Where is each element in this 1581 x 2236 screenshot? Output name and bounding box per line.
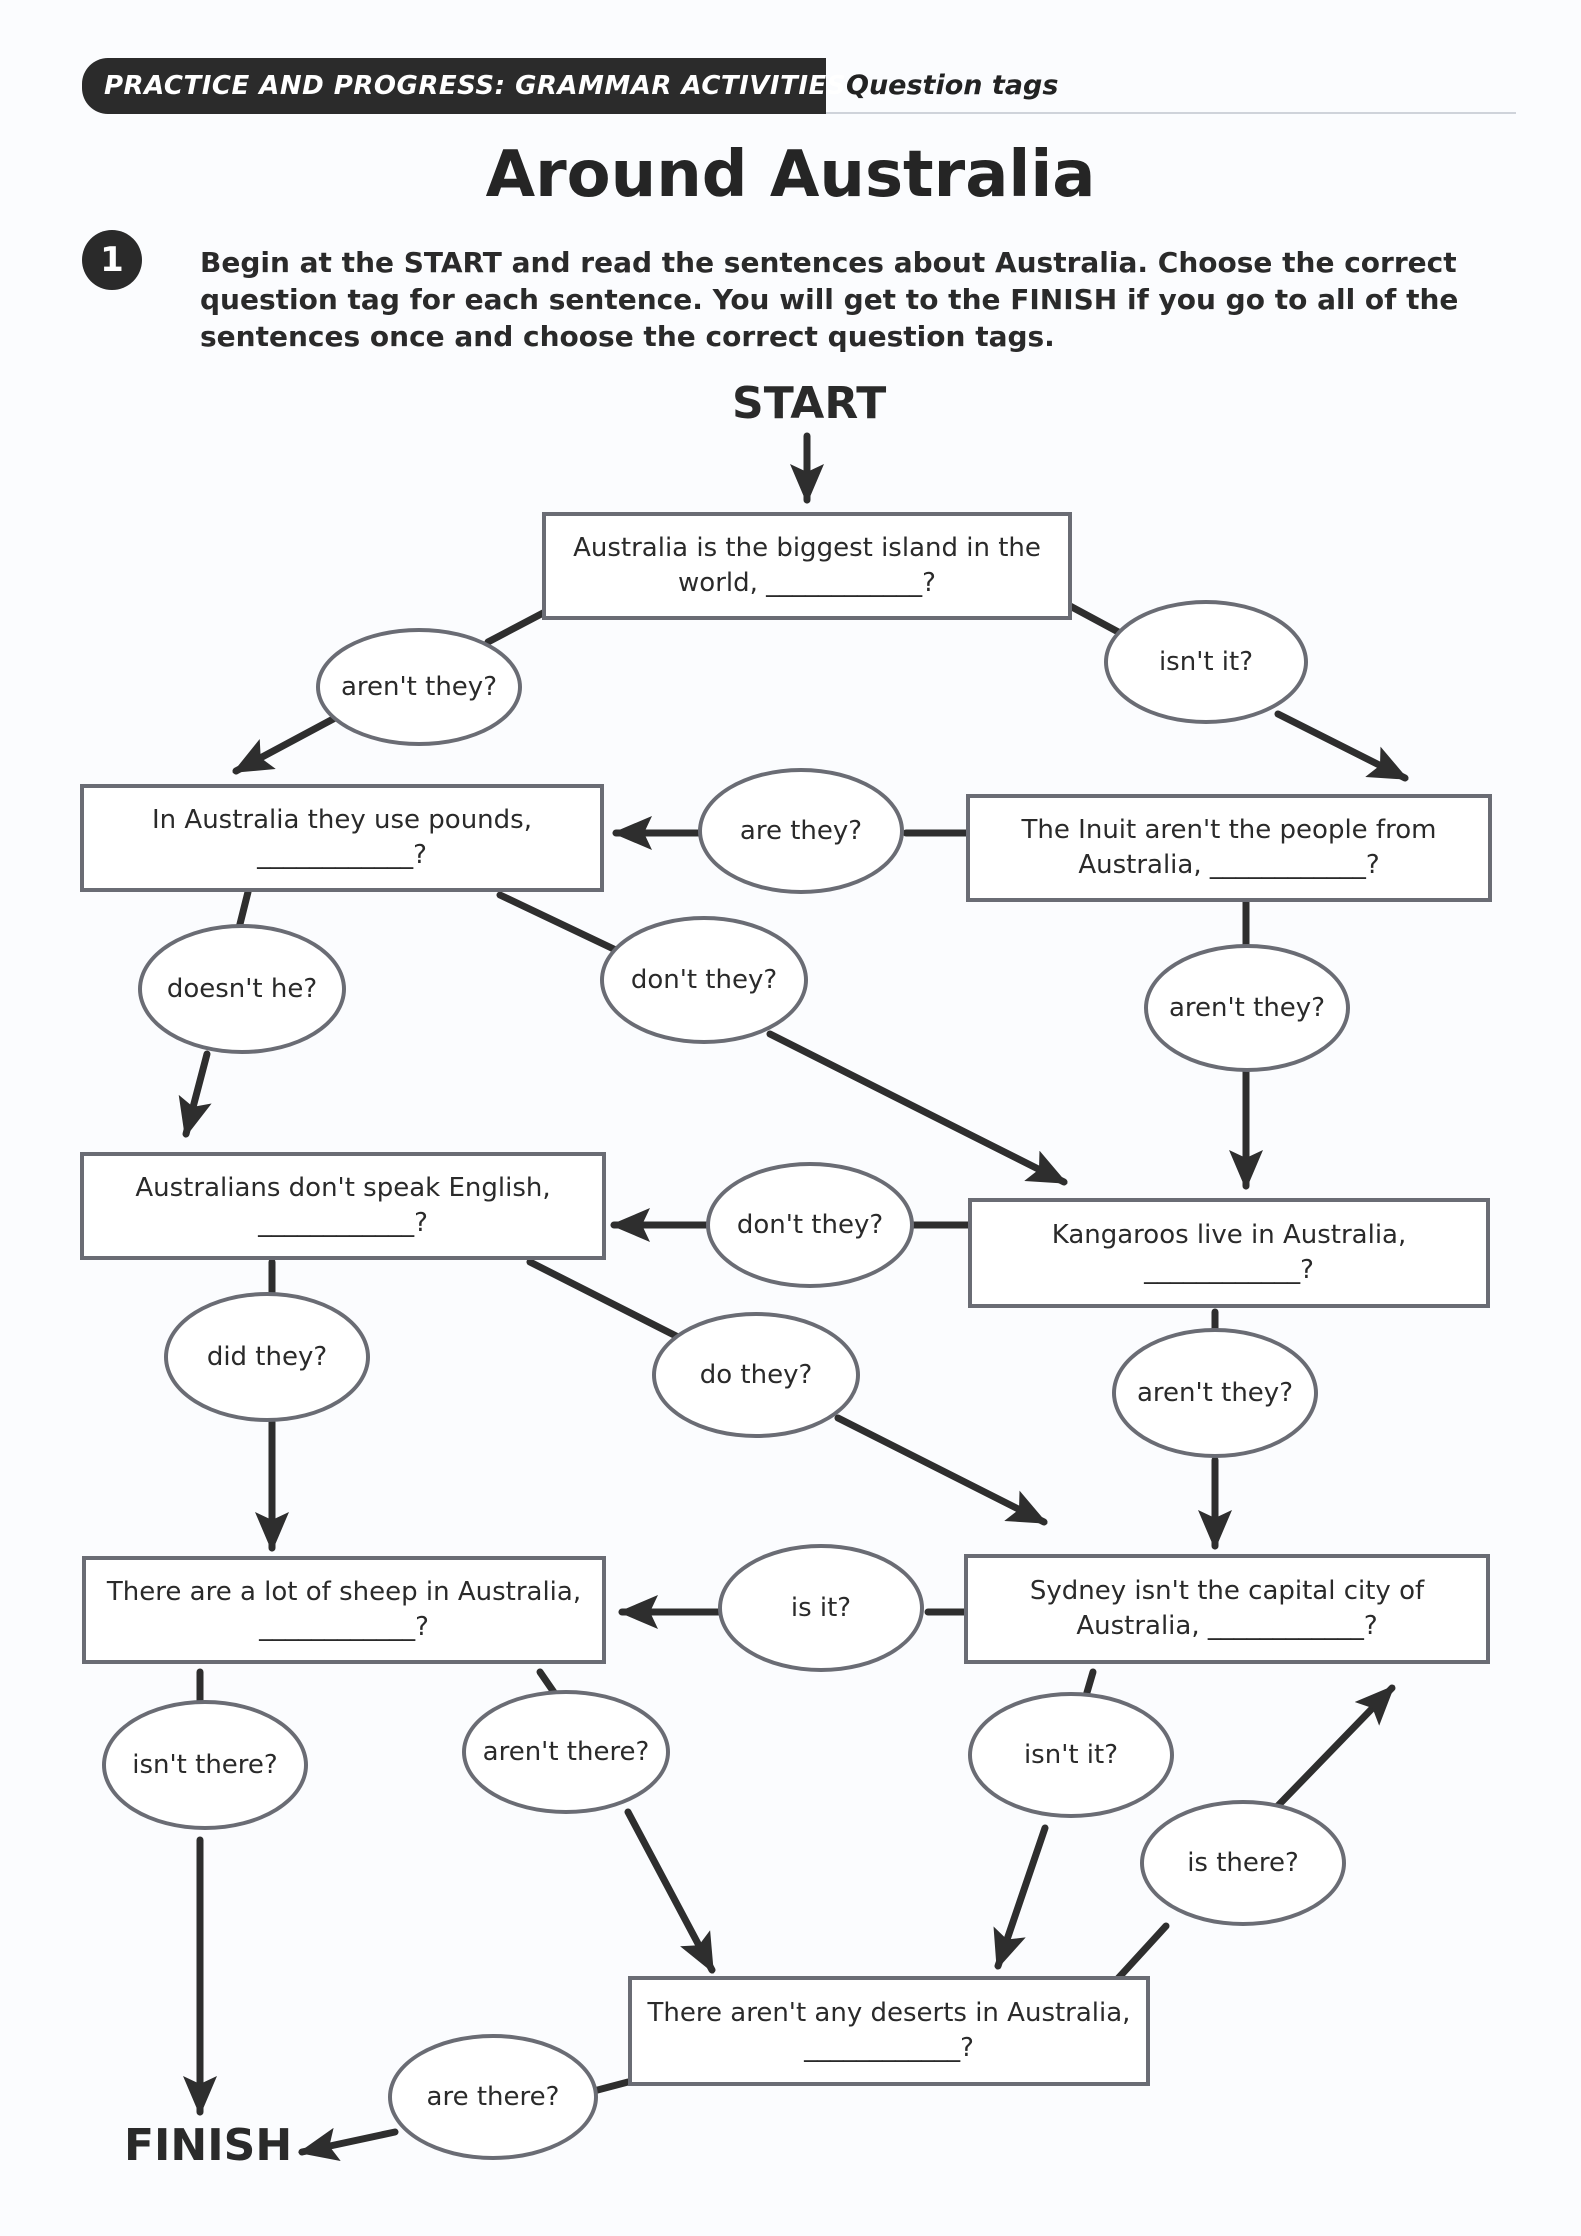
tag-oval: doesn't he? xyxy=(138,924,346,1054)
tag-oval: aren't they? xyxy=(1144,944,1350,1072)
tag-oval: is there? xyxy=(1140,1800,1346,1926)
sentence-box-kangaroos: Kangaroos live in Australia, ___________… xyxy=(968,1198,1490,1308)
arrow-to-kangaroos-diag xyxy=(766,1030,1068,1186)
tag-oval: isn't it? xyxy=(968,1692,1174,1818)
connector-english-right xyxy=(526,1258,684,1342)
sentence-box-sydney: Sydney isn't the capital city of Austral… xyxy=(964,1554,1490,1664)
arrow-finish xyxy=(298,2127,399,2162)
page-title: Around Australia xyxy=(485,138,1096,212)
tag-oval: isn't it? xyxy=(1104,600,1308,724)
tag-oval: is it? xyxy=(718,1544,924,1672)
arrow-to-sydney-diag xyxy=(834,1414,1048,1526)
arrow-to-inuit xyxy=(1274,710,1409,782)
connector-island-left xyxy=(484,608,549,646)
tag-oval: are there? xyxy=(388,2034,598,2160)
tag-oval: isn't there? xyxy=(102,1700,308,1830)
arrow-to-pounds xyxy=(232,714,339,775)
sentence-box-english: Australians don't speak English, _______… xyxy=(80,1152,606,1260)
tag-oval: did they? xyxy=(164,1292,370,1422)
sentence-box-pounds: In Australia they use pounds, __________… xyxy=(80,784,604,892)
tag-oval: do they? xyxy=(652,1312,860,1438)
exercise-number-badge: 1 xyxy=(82,230,142,290)
arrow-to-deserts xyxy=(624,1808,716,1974)
finish-label: FINISH xyxy=(124,2120,293,2171)
tag-oval: aren't there? xyxy=(462,1690,670,1814)
header-divider xyxy=(826,112,1516,114)
arrow-to-deserts-from-tag xyxy=(993,1824,1049,1970)
section-header: PRACTICE AND PROGRESS: GRAMMAR ACTIVITIE… xyxy=(82,58,846,114)
exercise-instructions: Begin at the START and read the sentence… xyxy=(200,246,1459,353)
connector-island-right xyxy=(1066,602,1126,638)
tag-oval: are they? xyxy=(698,768,904,894)
tag-oval: don't they? xyxy=(706,1162,914,1288)
start-label: START xyxy=(732,378,887,429)
tag-oval: aren't they? xyxy=(316,628,522,746)
sentence-box-sheep: There are a lot of sheep in Australia, _… xyxy=(82,1556,606,1664)
connector-deserts-up xyxy=(1108,1922,1170,1989)
arrow-to-sydney-up xyxy=(1264,1684,1396,1820)
topic-label: Question tags xyxy=(846,70,1059,101)
tag-oval: don't they? xyxy=(600,916,808,1044)
sentence-box-deserts: There aren't any deserts in Australia, _… xyxy=(628,1976,1150,2086)
sentence-box-inuit: The Inuit aren't the people from Austral… xyxy=(966,794,1492,902)
sentence-box-biggest-island: Australia is the biggest island in the w… xyxy=(542,512,1072,620)
tag-oval: aren't they? xyxy=(1112,1328,1318,1458)
arrow-to-english xyxy=(178,1050,212,1138)
connector-pounds-right xyxy=(496,891,624,956)
